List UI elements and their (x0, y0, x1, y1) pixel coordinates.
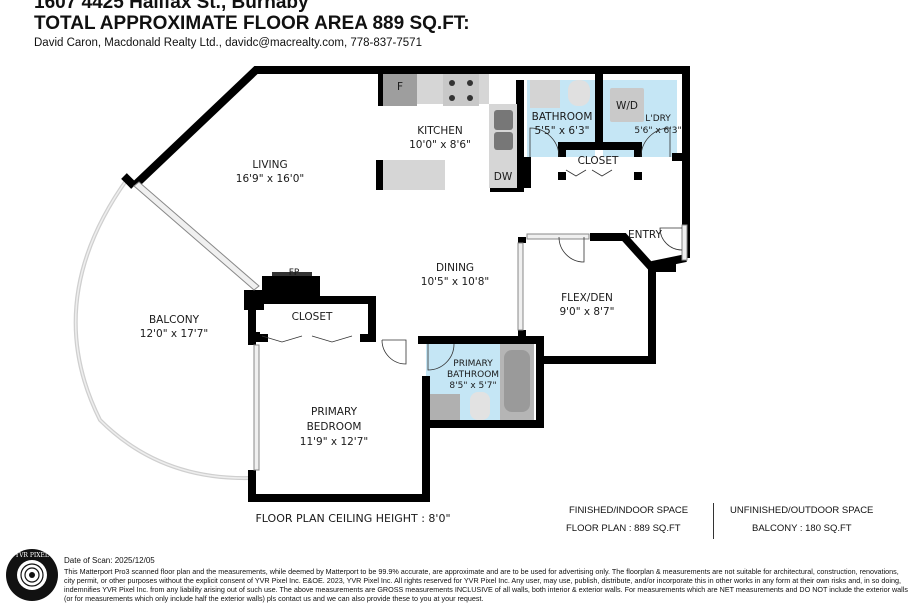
unfinished-space-title: UNFINISHED/OUTDOOR SPACE (730, 505, 874, 516)
living-label: LIVING (252, 159, 287, 171)
fridge (383, 74, 417, 106)
unfinished-space-value: BALCONY : 180 SQ.FT (752, 523, 852, 534)
walls (121, 66, 690, 502)
agent-contact: David Caron, Macdonald Realty Ltd., davi… (34, 37, 422, 49)
sink (494, 110, 513, 130)
logo-text: YVR PIXEL (14, 552, 49, 559)
laundry-size: 5'6" x 6'3" (634, 126, 681, 136)
living-size: 16'9" x 16'0" (236, 173, 304, 185)
toilet (568, 80, 590, 106)
primary-vanity (430, 394, 460, 420)
finished-space-title: FINISHED/INDOOR SPACE (569, 505, 689, 516)
windows (133, 181, 688, 471)
primary-bedroom-label-2: BEDROOM (307, 421, 362, 433)
entry-label: ENTRY (628, 229, 663, 241)
balcony-label: BALCONY (149, 314, 200, 326)
summary-divider (713, 503, 714, 539)
stove-burners (449, 80, 473, 101)
primary-bath-label-2: BATHROOM (447, 370, 499, 380)
primary-bath-label-1: PRIMARY (453, 359, 493, 369)
hall-closet-label: CLOSET (578, 155, 619, 167)
dining-size: 10'5" x 10'8" (421, 276, 489, 288)
bathroom-size: 5'5" x 6'3" (534, 125, 589, 137)
stove (443, 74, 479, 106)
washer-dryer (610, 88, 644, 122)
door-swings (261, 127, 683, 371)
flex-den-label: FLEX/DEN (561, 292, 613, 304)
dishwasher-label: DW (494, 171, 513, 183)
footer: Date of Scan: 2025/12/05 This Matterport… (64, 556, 910, 603)
ceiling-height: FLOOR PLAN CEILING HEIGHT : 8'0" (255, 512, 450, 525)
finished-space-value: FLOOR PLAN : 889 SQ.FT (566, 523, 681, 534)
flex-den-size: 9'0" x 8'7" (559, 306, 614, 318)
dining-label: DINING (436, 262, 474, 274)
primary-toilet (470, 392, 490, 420)
disclaimer: This Matterport Pro3 scanned floor plan … (64, 567, 908, 603)
laundry-label: L'DRY (645, 114, 671, 124)
primary-bedroom-label-1: PRIMARY (311, 406, 358, 418)
date-of-scan: Date of Scan: 2025/12/05 (64, 556, 155, 565)
vanity (530, 80, 560, 108)
fireplace (262, 276, 320, 296)
kitchen-size: 10'0" x 8'6" (409, 139, 471, 151)
property-address: 1607 4425 Halifax St., Burnaby (34, 0, 309, 13)
bedroom-closet-label: CLOSET (292, 311, 333, 323)
primary-bedroom-size: 11'9" x 12'7" (300, 436, 368, 448)
balcony-size: 12'0" x 17'7" (140, 328, 208, 340)
primary-bath-size: 8'5" x 5'7" (449, 381, 496, 391)
yvr-pixel-logo: YVR PIXEL (6, 549, 58, 601)
washer-dryer-label: W/D (616, 100, 638, 112)
kitchen-label: KITCHEN (417, 125, 463, 137)
total-floor-area: TOTAL APPROXIMATE FLOOR AREA 889 SQ.FT: (34, 13, 470, 34)
fireplace-label: FP (289, 268, 300, 278)
kitchen-island (383, 160, 445, 190)
fridge-label: F (397, 81, 403, 93)
bathroom-label: BATHROOM (532, 111, 593, 123)
